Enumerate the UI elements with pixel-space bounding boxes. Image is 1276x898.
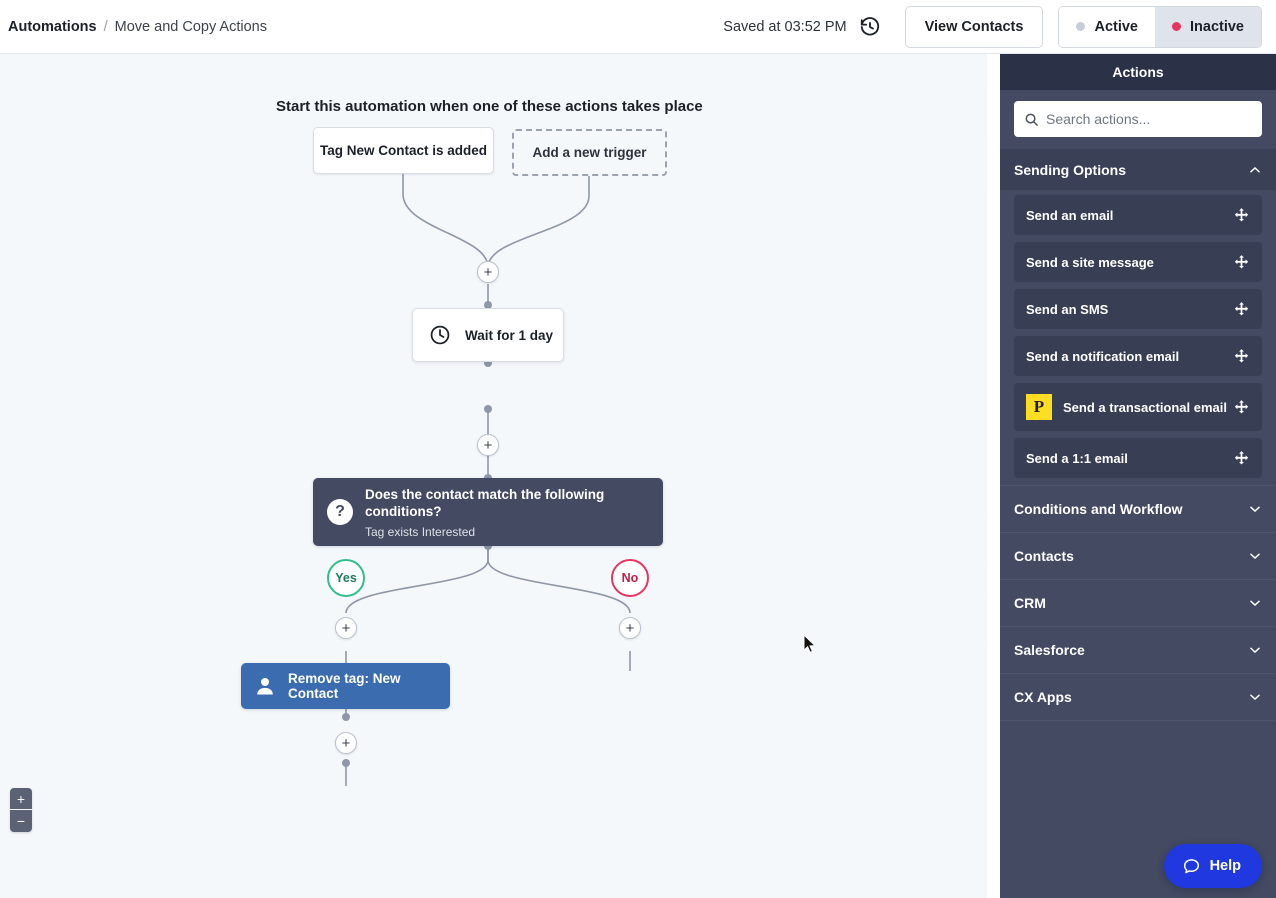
- help-button[interactable]: Help: [1163, 844, 1262, 888]
- breadcrumb: Automations / Move and Copy Actions: [8, 19, 267, 35]
- actions-search-wrapper: [1000, 90, 1276, 149]
- canvas-zoom-controls[interactable]: + −: [10, 788, 32, 832]
- breadcrumb-root-link[interactable]: Automations: [8, 18, 97, 35]
- section-header-contacts[interactable]: Contacts: [1000, 532, 1276, 579]
- chevron-down-icon: [1248, 502, 1262, 516]
- action-item-label: Send a site message: [1026, 254, 1154, 270]
- action-item-send-a-1-to-1-email[interactable]: Send a 1:1 email: [1014, 438, 1262, 478]
- condition-node-title: Does the contact match the following con…: [365, 486, 605, 519]
- section-header-crm[interactable]: CRM: [1000, 579, 1276, 626]
- flow-title: Start this automation when one of these …: [276, 98, 703, 115]
- actions-panel: Actions Sending Options Send an email: [1000, 54, 1276, 898]
- condition-node-subtitle: Tag exists Interested: [365, 524, 476, 539]
- chevron-down-icon: [1248, 549, 1262, 563]
- mouse-cursor: [803, 633, 817, 659]
- chevron-down-icon: [1248, 643, 1262, 657]
- status-toggle-inactive-label: Inactive: [1190, 18, 1244, 35]
- section-label-crm: CRM: [1014, 595, 1046, 611]
- saved-status-text: Saved at 03:52 PM: [723, 18, 847, 35]
- drag-move-icon[interactable]: [1233, 348, 1250, 365]
- status-toggle-inactive[interactable]: Inactive: [1155, 6, 1261, 47]
- action-item-label: Send a 1:1 email: [1026, 450, 1128, 466]
- section-label-conditions-and-workflow: Conditions and Workflow: [1014, 501, 1183, 517]
- clock-icon: [429, 324, 451, 346]
- add-step-button-yes-branch[interactable]: +: [335, 617, 357, 639]
- add-new-trigger-node[interactable]: Add a new trigger: [512, 129, 667, 176]
- active-status-dot: [1076, 22, 1086, 31]
- add-step-button-after-action[interactable]: +: [335, 732, 357, 754]
- action-item-label: Send an SMS: [1026, 301, 1109, 317]
- section-label-cx-apps: CX Apps: [1014, 689, 1072, 705]
- contact-person-icon: [253, 674, 277, 698]
- actions-search-box[interactable]: [1014, 101, 1262, 137]
- action-item-send-a-site-message[interactable]: Send a site message: [1014, 242, 1262, 282]
- section-header-conditions-and-workflow[interactable]: Conditions and Workflow: [1000, 485, 1276, 532]
- chevron-down-icon: [1248, 596, 1262, 610]
- top-bar-right-group: Saved at 03:52 PM View Contacts Active I…: [723, 5, 1276, 48]
- action-item-label: Send an email: [1026, 207, 1114, 223]
- action-item-send-an-email[interactable]: Send an email: [1014, 195, 1262, 235]
- top-bar: Automations / Move and Copy Actions Save…: [0, 0, 1276, 54]
- section-body-sending-options: Send an email Send a site message Send a…: [1000, 190, 1276, 485]
- help-button-label: Help: [1209, 858, 1241, 874]
- inactive-status-dot: [1172, 22, 1181, 31]
- postmark-p-icon: P: [1026, 394, 1052, 420]
- section-label-contacts: Contacts: [1014, 548, 1074, 564]
- search-icon: [1024, 112, 1039, 127]
- section-list-bottom-divider: [1000, 720, 1276, 721]
- status-toggle-group[interactable]: Active Inactive: [1058, 5, 1262, 48]
- search-input[interactable]: [1046, 111, 1262, 127]
- view-contacts-button[interactable]: View Contacts: [904, 5, 1044, 48]
- action-item-send-an-sms[interactable]: Send an SMS: [1014, 289, 1262, 329]
- automation-canvas[interactable]: Start this automation when one of these …: [0, 54, 987, 898]
- add-step-button-after-wait[interactable]: +: [477, 434, 499, 456]
- zoom-out-button[interactable]: −: [16, 813, 26, 829]
- actions-panel-title: Actions: [1000, 54, 1276, 90]
- branch-label-yes[interactable]: Yes: [327, 559, 365, 597]
- action-item-send-a-transactional-email[interactable]: P Send a transactional email: [1014, 383, 1262, 431]
- question-mark-icon: ?: [327, 499, 353, 525]
- status-toggle-active[interactable]: Active: [1059, 6, 1155, 47]
- chevron-down-icon: [1248, 690, 1262, 704]
- drag-move-icon[interactable]: [1233, 450, 1250, 467]
- drag-move-icon[interactable]: [1233, 254, 1250, 271]
- flow-connector-wires: [342, 174, 631, 786]
- section-label-salesforce: Salesforce: [1014, 642, 1085, 658]
- zoom-in-button[interactable]: +: [10, 788, 32, 810]
- chevron-up-icon: [1248, 163, 1262, 177]
- action-item-label: Send a transactional email: [1063, 399, 1228, 415]
- history-clock-icon[interactable]: [857, 14, 883, 40]
- drag-move-icon[interactable]: [1233, 399, 1250, 416]
- drag-move-icon[interactable]: [1233, 207, 1250, 224]
- wait-node[interactable]: Wait for 1 day: [412, 308, 564, 362]
- add-step-button-no-branch[interactable]: +: [619, 617, 641, 639]
- action-node-label: Remove tag: New Contact: [288, 671, 401, 701]
- action-item-label: Send a notification email: [1026, 348, 1180, 364]
- action-node-remove-tag[interactable]: Remove tag: New Contact: [241, 663, 450, 709]
- condition-node[interactable]: ? Does the contact match the following c…: [313, 478, 663, 546]
- drag-move-icon[interactable]: [1233, 301, 1250, 318]
- section-header-cx-apps[interactable]: CX Apps: [1000, 673, 1276, 720]
- section-label-sending-options: Sending Options: [1014, 161, 1126, 178]
- chat-bubble-icon: [1182, 857, 1201, 876]
- section-header-salesforce[interactable]: Salesforce: [1000, 626, 1276, 673]
- branch-label-no[interactable]: No: [611, 559, 649, 597]
- section-header-sending-options[interactable]: Sending Options: [1000, 149, 1276, 190]
- breadcrumb-separator: /: [103, 18, 108, 35]
- action-item-send-a-notification-email[interactable]: Send a notification email: [1014, 336, 1262, 376]
- trigger-node-tag-new-contact[interactable]: Tag New Contact is added: [313, 127, 494, 174]
- wait-node-label: Wait for 1 day: [465, 327, 554, 343]
- status-toggle-active-label: Active: [1094, 18, 1138, 35]
- breadcrumb-current: Move and Copy Actions: [114, 18, 267, 35]
- add-step-button-after-trigger[interactable]: +: [477, 261, 499, 283]
